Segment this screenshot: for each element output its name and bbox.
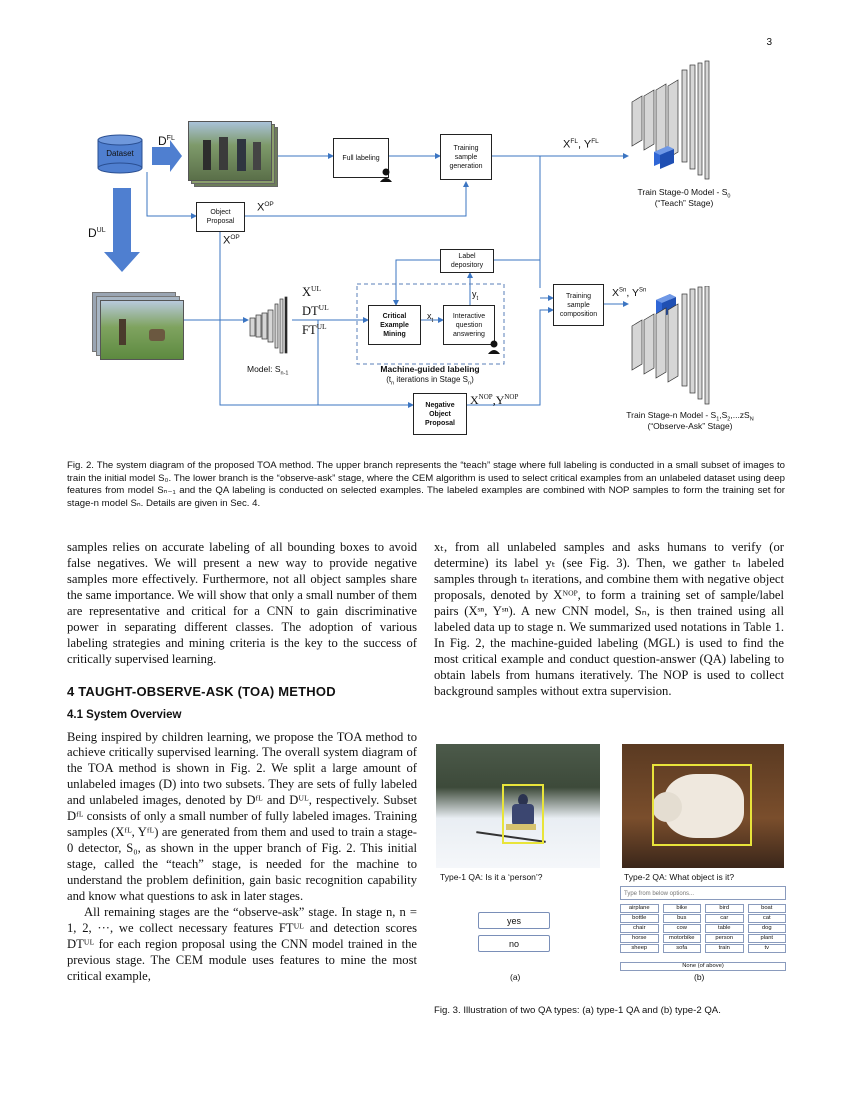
dataset-cylinder: Dataset [97, 134, 143, 174]
x-sn-y-sn-label: XSn, YSn [612, 287, 647, 299]
option-boat[interactable]: boat [747, 904, 786, 913]
stagen-network-icon [631, 286, 710, 405]
figure-2: Dataset DFL DUL Full labeling Training s… [0, 0, 850, 450]
person-icon [379, 168, 393, 182]
option-cow[interactable]: cow [662, 924, 701, 933]
dataset-label: Dataset [106, 149, 134, 158]
subfigure-b-label: (b) [694, 972, 705, 982]
subfigure-a-label: (a) [510, 972, 521, 982]
option-person[interactable]: person [705, 934, 744, 943]
option-bottle[interactable]: bottle [620, 914, 659, 923]
option-horse[interactable]: horse [620, 934, 659, 943]
right-para-1: xₜ, from all unlabeled samples and asks … [434, 540, 784, 698]
object-proposal-box: Object Proposal [196, 202, 245, 232]
option-bird[interactable]: bird [705, 904, 744, 913]
subsection-heading: 4.1 System Overview [67, 708, 182, 721]
option-bus[interactable]: bus [662, 914, 701, 923]
option-car[interactable]: car [705, 914, 744, 923]
option-cat[interactable]: cat [747, 914, 786, 923]
object-bounding-box [652, 764, 752, 846]
x-op-label-2: XOP [223, 234, 240, 247]
x-fl-y-fl-label: XFL, YFL [563, 138, 599, 151]
figure-3: Type-1 QA: Is it a ‘person’? Type-2 QA: … [434, 740, 786, 1030]
option-dog[interactable]: dog [747, 924, 786, 933]
d-ul-label: DUL [88, 226, 106, 240]
training-sample-generation-box: Training sample generation [440, 134, 492, 180]
mgl-note: (tn iterations in Stage Sn) [386, 375, 474, 387]
option-bike[interactable]: bike [662, 904, 701, 913]
negative-object-proposal-box: Negative Object Proposal [413, 393, 467, 435]
no-button[interactable]: no [478, 935, 550, 952]
stage0-network-icon [631, 60, 710, 180]
figure-3-caption: Fig. 3. Illustration of two QA types: (a… [434, 1005, 721, 1016]
training-sample-composition-box: Training sample composition [553, 284, 604, 326]
critical-example-mining-box: Critical Example Mining [368, 305, 421, 345]
model-sn1-network-icon [249, 296, 288, 354]
x-nop-y-nop-label: XNOP,YNOP [470, 393, 519, 407]
x-t-label: xt [427, 311, 434, 324]
option-search-input[interactable]: Type from below options... [620, 886, 786, 900]
left-para-2: Being inspired by children learning, we … [67, 729, 417, 904]
figure-2-caption: Fig. 2. The system diagram of the propos… [67, 460, 785, 509]
left-para-1: samples relies on accurate labeling of a… [67, 540, 417, 666]
option-train[interactable]: train [705, 944, 744, 953]
stage0-title: Train Stage-0 Model - S0 [637, 187, 731, 200]
option-chair[interactable]: chair [620, 924, 659, 933]
person-bounding-box [502, 784, 544, 844]
option-table[interactable]: table [705, 924, 744, 933]
full-labeling-box: Full labeling [333, 138, 389, 178]
option-plant[interactable]: plant [747, 934, 786, 943]
option-none[interactable]: None (of above) [620, 962, 786, 971]
section-heading: 4 TAUGHT-OBSERVE-ASK (TOA) METHOD [67, 683, 336, 699]
right-column: xₜ, from all unlabeled samples and asks … [434, 540, 784, 700]
option-airplane[interactable]: airplane [620, 904, 659, 913]
stagen-note: (“Observe-Ask” Stage) [647, 421, 733, 431]
d-fl-label: DFL [158, 134, 175, 148]
dog-photo [622, 744, 784, 868]
stage0-note: (“Teach” Stage) [654, 198, 714, 208]
type2-question: Type-2 QA: What object is it? [624, 872, 735, 882]
option-motorbike[interactable]: motorbike [662, 934, 701, 943]
option-sheep[interactable]: sheep [620, 944, 659, 953]
page-number: 3 [766, 37, 772, 48]
labeled-photo-stack [188, 121, 278, 187]
option-sofa[interactable]: sofa [662, 944, 701, 953]
x-ul-dt-ul-ft-ul-label: XUL DTUL FTUL [302, 284, 329, 338]
left-para-3: All remaining stages are the “observe-as… [67, 905, 417, 983]
yes-button[interactable]: yes [478, 912, 550, 929]
person-icon-2 [487, 340, 501, 354]
y-t-label: yt [472, 289, 479, 302]
stagen-title: Train Stage-n Model - S1,S2,...zSN [626, 410, 754, 423]
x-op-label: XOP [257, 201, 274, 214]
mgl-title: Machine-guided labeling [380, 364, 480, 374]
option-tv[interactable]: tv [747, 944, 786, 953]
interactive-qa-box: Interactive question answering [443, 305, 495, 345]
model-sn1-label: Model: Sn-1 [247, 364, 289, 377]
label-depository-box: Label depository [440, 249, 494, 273]
type1-question: Type-1 QA: Is it a ‘person’? [440, 872, 543, 882]
option-grid: airplane bike bird boat bottle bus car c… [620, 904, 786, 953]
skier-photo [436, 744, 600, 868]
left-column: samples relies on accurate labeling of a… [67, 540, 417, 985]
figure-2-connectors [104, 140, 629, 408]
unlabeled-photo-stack [92, 292, 184, 360]
